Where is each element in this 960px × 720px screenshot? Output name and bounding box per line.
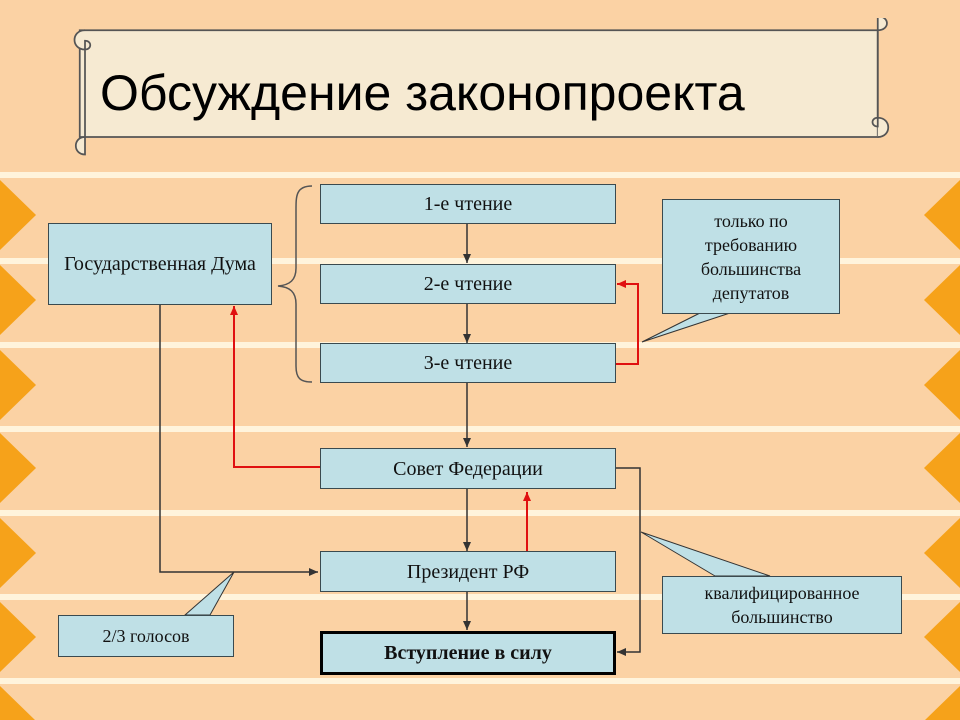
left-chevrons	[0, 180, 36, 720]
reading2-box: 2-е чтение	[320, 264, 616, 304]
reading1-box: 1-е чтение	[320, 184, 616, 224]
callout-majority-request: только по требованию большинства депутат…	[662, 199, 840, 314]
reading3-box: 3-е чтение	[320, 343, 616, 383]
federation-council-box: Совет Федерации	[320, 448, 616, 489]
page-title: Обсуждение законопроекта	[100, 65, 745, 121]
president-box: Президент РФ	[320, 551, 616, 592]
callout-qualified-majority: квалифицированное большинство	[662, 576, 902, 634]
duma-box: Государственная Дума	[48, 223, 272, 305]
entry-into-force-box: Вступление в силу	[320, 631, 616, 675]
title-scroll-banner	[73, 18, 890, 156]
callout-two-thirds: 2/3 голосов	[58, 615, 234, 657]
right-chevrons	[924, 180, 960, 720]
